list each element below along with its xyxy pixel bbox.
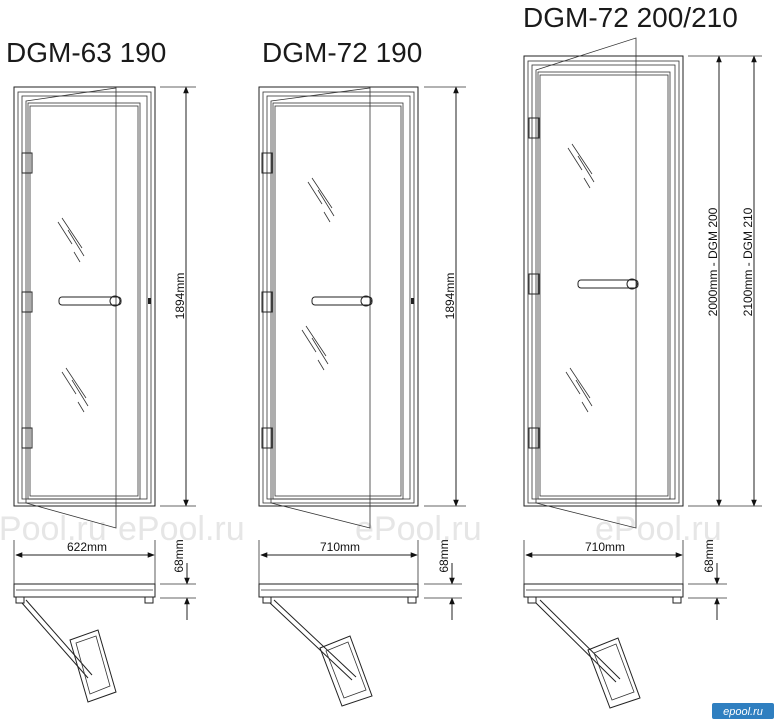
door-3-height-label-a: 2000mm - DGM 200 [706,207,720,316]
door-2-width-label: 710mm [320,540,360,554]
door-3-width-label: 710mm [585,540,625,554]
door-3-depth-label: 68mm [702,539,716,572]
watermark-2: ePool.ru [118,510,245,548]
door-3-glass [535,37,637,529]
door-2-depth-label: 68mm [437,539,451,572]
door-1-depth-label: 68mm [172,539,186,572]
door-2-handle [311,296,373,306]
door-3-height-label-b: 2100mm - DGM 210 [741,207,755,316]
logo-text: epool.ru [723,706,763,718]
door-1-hinge-mid [21,291,33,313]
door-1-plan [13,583,156,598]
door-2-frame [258,86,419,507]
door-3-frame [523,55,684,507]
door-3-hinge-bottom [528,427,540,449]
door-3-hinge-top [528,117,540,139]
door-dgm72-190: DGM-72 190 1894mm 710mm 68mm [258,37,466,707]
watermark-group: ePool.ru ePool.ru ePool.ru ePool.ru [0,510,722,548]
door-1-title: DGM-63 190 [6,37,166,68]
watermark-4: ePool.ru [595,510,722,548]
door-3-title: DGM-72 200/210 [523,2,738,33]
door-1-hinge-top [21,152,33,174]
door-1-handle [58,296,122,306]
door-3-handle [577,279,639,289]
door-1-hinge-bottom [21,427,33,449]
door-2-hinge-top [261,152,273,174]
door-3-hinge-mid [528,273,540,295]
door-2-hinge-mid [261,291,273,313]
door-dgm72-200-210: DGM-72 200/210 2000mm - DGM 200 2100mm -… [523,2,762,709]
epool-logo: epool.ru [712,703,774,719]
door-2-height-label: 1894mm [443,273,457,320]
door-1-width-label: 622mm [67,540,107,554]
door-1-height-label: 1894mm [173,273,187,320]
door-2-plan [258,583,419,598]
door-dgm63-190: DGM-63 190 1894mm 622mm [6,37,196,703]
door-2-hinge-bottom [261,427,273,449]
watermark-1: ePool.ru [0,510,107,548]
door-1-glass [25,87,117,529]
door-2-title: DGM-72 190 [262,37,422,68]
door-1-frame [13,86,156,507]
door-2-glass [270,87,371,529]
door-3-plan [523,583,684,598]
